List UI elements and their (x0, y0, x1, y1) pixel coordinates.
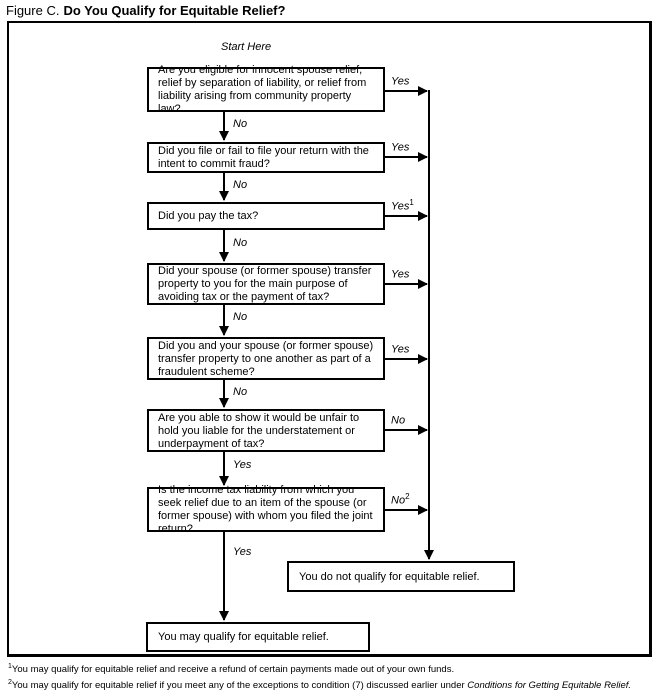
question-text-1: Are you eligible for innocent spouse rel… (158, 64, 367, 115)
down-label-6: Yes (233, 459, 252, 471)
down-label-5: No (233, 386, 248, 398)
question-text-3: Did you pay the tax? (158, 210, 259, 222)
figure-title-prefix: Figure C. (6, 3, 60, 18)
side-label-4: Yes (391, 268, 410, 281)
question-box-7: Is the income tax liability from which y… (147, 484, 385, 535)
side-label-2: Yes (391, 141, 410, 154)
footnotes: 1You may qualify for equitable relief an… (8, 660, 652, 692)
side-label-7: No2 (391, 492, 410, 507)
side-label-5: Yes (391, 343, 410, 356)
side-label-6: No (391, 414, 406, 427)
footnote-1: 1You may qualify for equitable relief an… (8, 663, 455, 676)
down-label-2: No (233, 179, 248, 191)
start-here-label: Start Here (221, 41, 272, 53)
figure-title-main: Do You Qualify for Equitable Relief? (63, 3, 286, 18)
flowchart-border (7, 21, 652, 657)
result-text-may-qualify: You may qualify for equitable relief. (158, 631, 329, 643)
down-label-7: Yes (233, 546, 252, 558)
result-box-may-qualify: You may qualify for equitable relief. (146, 622, 370, 652)
question-box-6: Are you able to show it would be unfair … (147, 409, 385, 452)
question-box-2: Did you file or fail to file your return… (147, 142, 385, 173)
side-label-3: Yes1 (391, 198, 414, 213)
question-text-2: Did you file or fail to file your return… (158, 145, 369, 170)
footnote-2: 2You may qualify for equitable relief if… (8, 679, 632, 692)
side-label-1: Yes (391, 75, 410, 88)
figure-title: Figure C.Do You Qualify for Equitable Re… (6, 3, 285, 18)
question-box-1: Are you eligible for innocent spouse rel… (147, 64, 385, 115)
question-text-5: Did you and your spouse (or former spous… (158, 339, 374, 378)
question-box-3: Did you pay the tax? (147, 202, 385, 230)
result-text-no-qualify: You do not qualify for equitable relief. (299, 570, 480, 583)
result-box-no-qualify: You do not qualify for equitable relief. (287, 561, 515, 592)
question-text-4: Did your spouse (or former spouse) trans… (158, 265, 372, 303)
down-label-4: No (233, 311, 248, 323)
question-text-6: Are you able to show it would be unfair … (158, 411, 360, 450)
question-text-7: Is the income tax liability from which y… (158, 484, 373, 535)
question-box-4: Did your spouse (or former spouse) trans… (147, 263, 385, 305)
down-label-3: No (233, 237, 248, 249)
down-label-1: No (233, 118, 248, 130)
question-box-5: Did you and your spouse (or former spous… (147, 337, 385, 380)
